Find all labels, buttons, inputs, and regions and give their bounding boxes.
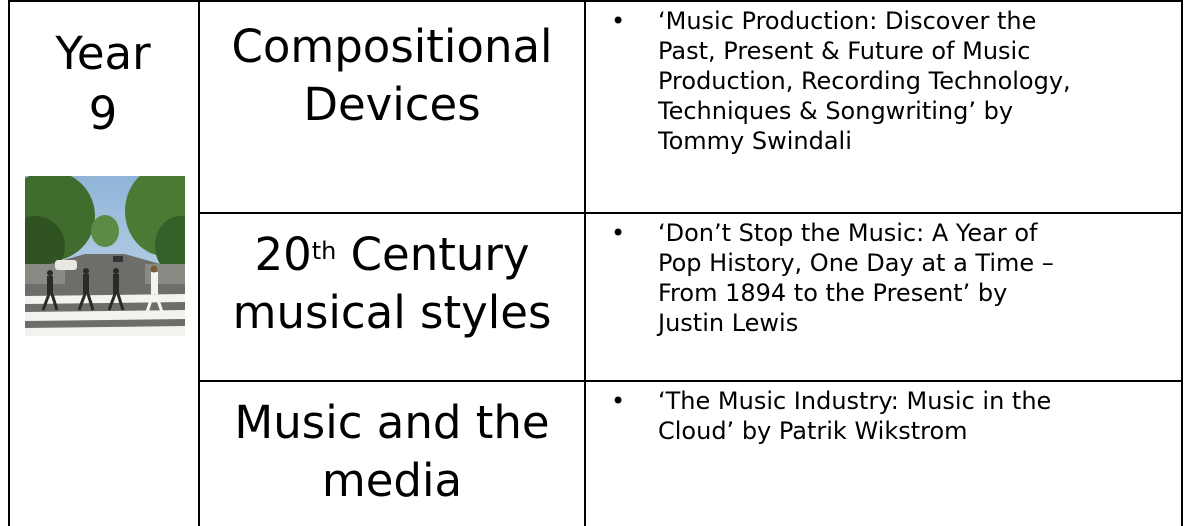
bullet-icon: • <box>611 219 626 247</box>
table-border-left <box>8 0 10 526</box>
column-divider-1 <box>198 0 200 526</box>
book-line: Tommy Swindali <box>658 127 852 155</box>
year-cell: Year 9 <box>8 0 198 526</box>
topic-ordinal-suffix: th <box>311 237 337 265</box>
topic-line: musical styles <box>232 286 552 339</box>
book-line: From 1894 to the Present’ by <box>658 279 1008 307</box>
reading-table: Year 9 <box>8 0 1183 526</box>
topic-line: media <box>321 454 463 507</box>
book-line: Past, Present & Future of Music <box>658 37 1031 65</box>
topic-number: 20 <box>254 228 312 281</box>
topic-compositional-devices: Compositional Devices <box>201 18 583 134</box>
book-list-3: • ‘The Music Industry: Music in the Clou… <box>586 386 1183 446</box>
topic-line: Devices <box>303 78 481 131</box>
bullet-icon: • <box>611 7 626 35</box>
book-item: • ‘The Music Industry: Music in the Clou… <box>611 386 1183 446</box>
topic-line: 20th Century <box>201 226 583 284</box>
book-line: ‘Don’t Stop the Music: A Year of <box>658 219 1038 247</box>
book-line: Techniques & Songwriting’ by <box>658 97 1014 125</box>
row-divider-2 <box>198 380 1183 382</box>
row-divider-1 <box>198 212 1183 214</box>
year-heading: Year 9 <box>8 24 198 144</box>
column-divider-2 <box>584 0 586 526</box>
year-number: 9 <box>88 87 118 140</box>
book-line: ‘Music Production: Discover the <box>658 7 1037 35</box>
book-line: Justin Lewis <box>658 309 799 337</box>
book-line: ‘The Music Industry: Music in the <box>658 387 1052 415</box>
book-item: • ‘Don’t Stop the Music: A Year of Pop H… <box>611 218 1183 338</box>
year-label: Year <box>55 27 151 80</box>
topic-20th-century-musical-styles: 20th Century musical styles <box>201 226 583 342</box>
book-line: Production, Recording Technology, <box>658 67 1071 95</box>
topic-music-and-the-media: Music and the media <box>201 394 583 510</box>
table-border-right <box>1181 0 1183 526</box>
book-list-1: • ‘Music Production: Discover the Past, … <box>586 6 1183 156</box>
book-item: • ‘Music Production: Discover the Past, … <box>611 6 1183 156</box>
book-list-2: • ‘Don’t Stop the Music: A Year of Pop H… <box>586 218 1183 338</box>
topic-line: Music and the <box>234 396 550 449</box>
book-line: Pop History, One Day at a Time – <box>658 249 1054 277</box>
bullet-icon: • <box>611 387 626 415</box>
topic-word: Century <box>336 228 530 281</box>
topic-line: Compositional <box>231 20 553 73</box>
book-line: Cloud’ by Patrik Wikstrom <box>658 417 968 445</box>
abbey-road-photo-icon <box>25 176 185 336</box>
table-border-top <box>8 0 1183 2</box>
